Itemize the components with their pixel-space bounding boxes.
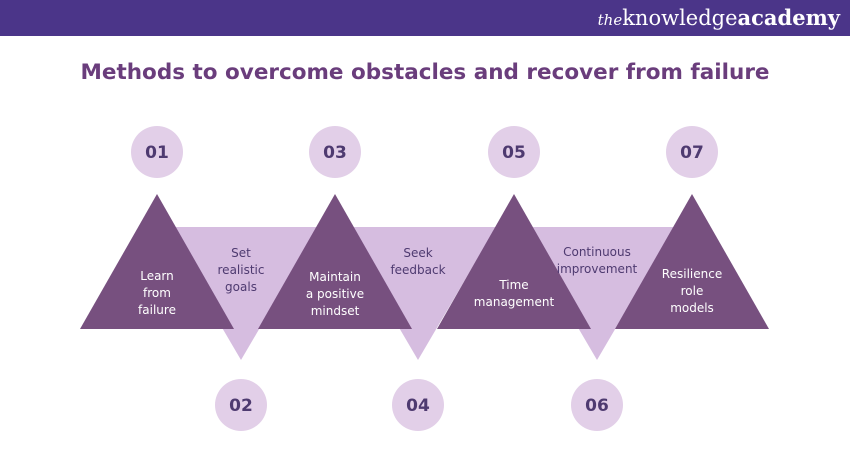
header-bar: theknowledgeacademy [0, 0, 850, 36]
step-07-triangle [615, 194, 769, 329]
step-06-circle [571, 379, 623, 431]
step-06-number: 06 [585, 396, 609, 416]
step-04-label-line: Seek [403, 246, 432, 260]
step-06-label-line: Continuous [563, 245, 631, 259]
step-07-label-line: role [681, 284, 704, 298]
step-02-circle [215, 379, 267, 431]
step-07-number: 07 [680, 143, 704, 163]
step-02-label-line: Set [231, 246, 251, 260]
step-04-triangle [340, 227, 496, 360]
brand-logo: theknowledgeacademy [598, 4, 840, 34]
step-05-triangle [437, 194, 591, 329]
step-03-circle [309, 126, 361, 178]
step-05-circle [488, 126, 540, 178]
brand-academy: academy [737, 5, 840, 30]
step-03-number: 03 [323, 143, 347, 163]
page-title: Methods to overcome obstacles and recove… [80, 60, 770, 85]
step-06-label-line: improvement [557, 262, 638, 276]
step-05-label-line: management [474, 295, 555, 309]
step-03-label-line: Maintain [309, 270, 361, 284]
step-02-label-line: realistic [218, 263, 265, 277]
step-07-label-line: models [670, 301, 714, 315]
step-01-triangle [80, 194, 234, 329]
step-04-number: 04 [406, 396, 430, 416]
brand-knowledge: knowledge [622, 6, 738, 30]
step-05-label-line: Time [498, 278, 528, 292]
step-04-label-line: feedback [390, 263, 445, 277]
step-04-circle [392, 379, 444, 431]
step-03-label-line: a positive [306, 287, 364, 301]
step-03-triangle [258, 194, 412, 329]
step-06-triangle [519, 227, 675, 360]
step-02-triangle [163, 227, 319, 360]
step-07-circle [666, 126, 718, 178]
step-02-number: 02 [229, 396, 253, 416]
step-05-number: 05 [502, 143, 526, 163]
step-02-label-line: goals [225, 280, 257, 294]
step-01-label-line: Learn [140, 269, 174, 283]
step-01-number: 01 [145, 143, 169, 163]
brand-prefix: the [597, 11, 623, 29]
step-03-label-line: mindset [311, 304, 360, 318]
step-01-label-line: from [143, 286, 171, 300]
step-01-circle [131, 126, 183, 178]
step-01-label-line: failure [138, 303, 176, 317]
step-07-label-line: Resilience [662, 267, 722, 281]
